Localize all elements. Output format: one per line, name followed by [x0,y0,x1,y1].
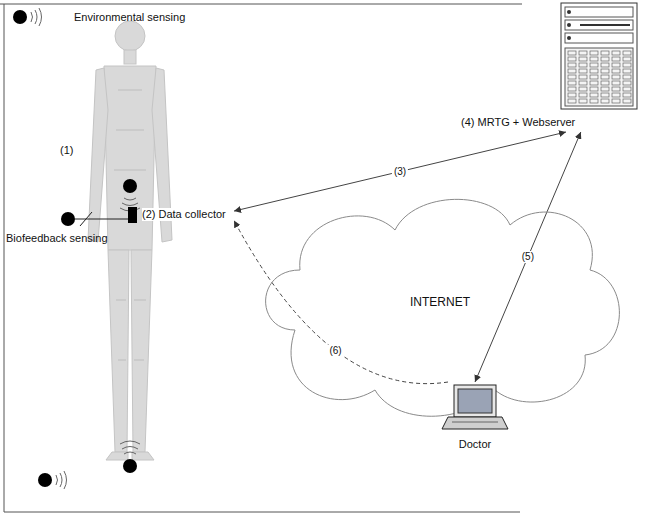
webserver-node: (4) MRTG + Webserver [455,2,640,132]
network-link [234,132,566,211]
node-label: INTERNET [410,296,470,309]
sensing-label: Biofeedback sensing [6,232,108,245]
callout-number: (5) [520,251,536,263]
data-collector: (2) Data collector [126,206,234,223]
frame [0,4,522,512]
sensor-wire [75,212,128,226]
node-label: (4) MRTG + Webserver [461,116,575,129]
doctor-node: Doctor [430,382,520,454]
collector-device [128,207,137,223]
callout-number: (6) [327,345,343,357]
callout-number: (1) [60,144,73,157]
internet-cloud: INTERNET [255,180,625,425]
callout-number: (3) [392,166,408,178]
node-label: (2) Data collector [142,208,226,221]
server-icon [455,2,640,130]
sensing-label: Environmental sensing [74,11,185,24]
sensor-dots [13,10,137,487]
signal-waves [31,8,140,489]
network-link [475,132,581,382]
node-label: Doctor [459,438,491,451]
